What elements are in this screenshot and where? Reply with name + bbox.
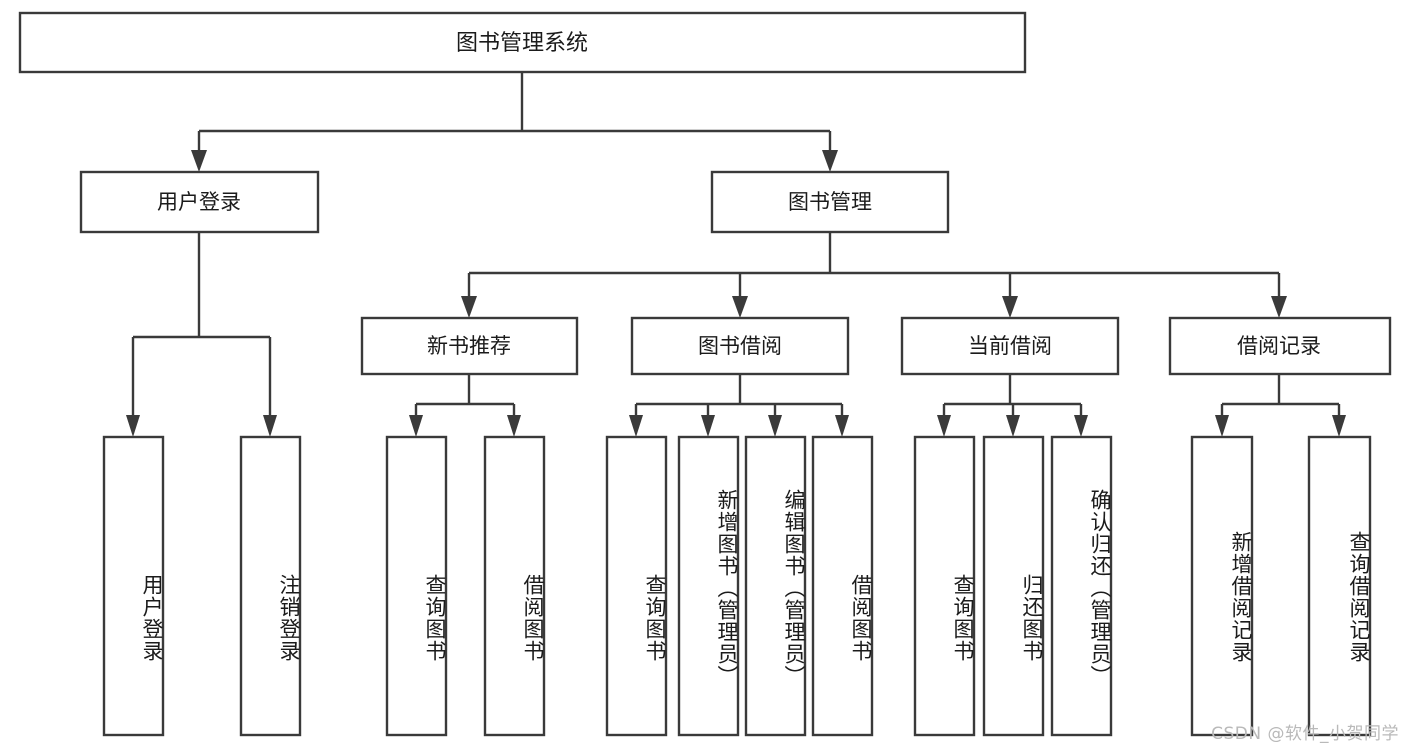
node-box-current-borrow[interactable] [900, 316, 1120, 376]
arrow-book-borrow-leaf-3 [768, 415, 782, 437]
arrow-root-to-book-manage [822, 150, 838, 172]
arrow-root-to-user-login [191, 150, 207, 172]
arrow-current-borrow-leaf-1 [937, 415, 951, 437]
node-box-new-book-recommend[interactable] [360, 316, 579, 376]
node-label-book-manage: 图书管理 [788, 190, 872, 214]
arrow-to-new-book-recommend [461, 296, 477, 318]
arrow-to-borrow-record [1271, 296, 1287, 318]
node-box-leaf-logout-login[interactable] [239, 435, 302, 737]
node-label-root: 图书管理系统 [456, 31, 588, 56]
node-box-leaf-borrow-book-2[interactable] [811, 435, 874, 737]
node-box-leaf-user-login[interactable] [102, 435, 165, 737]
arrow-borrow-record-leaf-2 [1332, 415, 1346, 437]
arrow-borrow-record-leaf-1 [1215, 415, 1229, 437]
node-box-leaf-query-book-1[interactable] [385, 435, 448, 737]
node-box-user-login[interactable] [79, 170, 320, 234]
node-box-leaf-add-book[interactable] [677, 435, 740, 737]
arrow-book-borrow-leaf-4 [835, 415, 849, 437]
connector-layer [126, 72, 1346, 437]
arrow-to-current-borrow [1002, 296, 1018, 318]
node-label-current-borrow: 当前借阅 [968, 334, 1052, 358]
arrow-current-borrow-leaf-3 [1074, 415, 1088, 437]
node-label-borrow-record: 借阅记录 [1237, 334, 1321, 358]
arrow-book-borrow-leaf-1 [629, 415, 643, 437]
node-box-leaf-return-book[interactable] [982, 435, 1045, 737]
arrow-user-login-leaf-2 [263, 415, 277, 437]
node-box-book-borrow[interactable] [630, 316, 850, 376]
arrow-to-book-borrow [732, 296, 748, 318]
node-box-leaf-query-book-3[interactable] [913, 435, 976, 737]
arrow-new-book-leaf-2 [507, 415, 521, 437]
node-label-user-login: 用户登录 [157, 190, 241, 214]
arrow-current-borrow-leaf-2 [1006, 415, 1020, 437]
csdn-watermark: CSDN @软件_小贺同学 [1211, 724, 1399, 744]
node-box-root[interactable] [18, 11, 1027, 74]
node-layer: 图书管理系统 用户登录 图书管理 新书推荐 图书借阅 当前借阅 借阅记录 [18, 11, 1392, 737]
node-label-book-borrow: 图书借阅 [698, 334, 782, 358]
arrow-book-borrow-leaf-2 [701, 415, 715, 437]
node-box-leaf-borrow-book-1[interactable] [483, 435, 546, 737]
node-box-leaf-confirm-return[interactable] [1050, 435, 1113, 737]
node-box-leaf-edit-book[interactable] [744, 435, 807, 737]
node-box-leaf-query-record[interactable] [1307, 435, 1372, 737]
node-box-leaf-query-book-2[interactable] [605, 435, 668, 737]
node-box-leaf-add-record[interactable] [1190, 435, 1254, 737]
node-box-book-manage[interactable] [710, 170, 950, 234]
arrow-new-book-leaf-1 [409, 415, 423, 437]
node-box-borrow-record[interactable] [1168, 316, 1392, 376]
arrow-user-login-leaf-1 [126, 415, 140, 437]
node-label-new-book-recommend: 新书推荐 [427, 334, 511, 358]
